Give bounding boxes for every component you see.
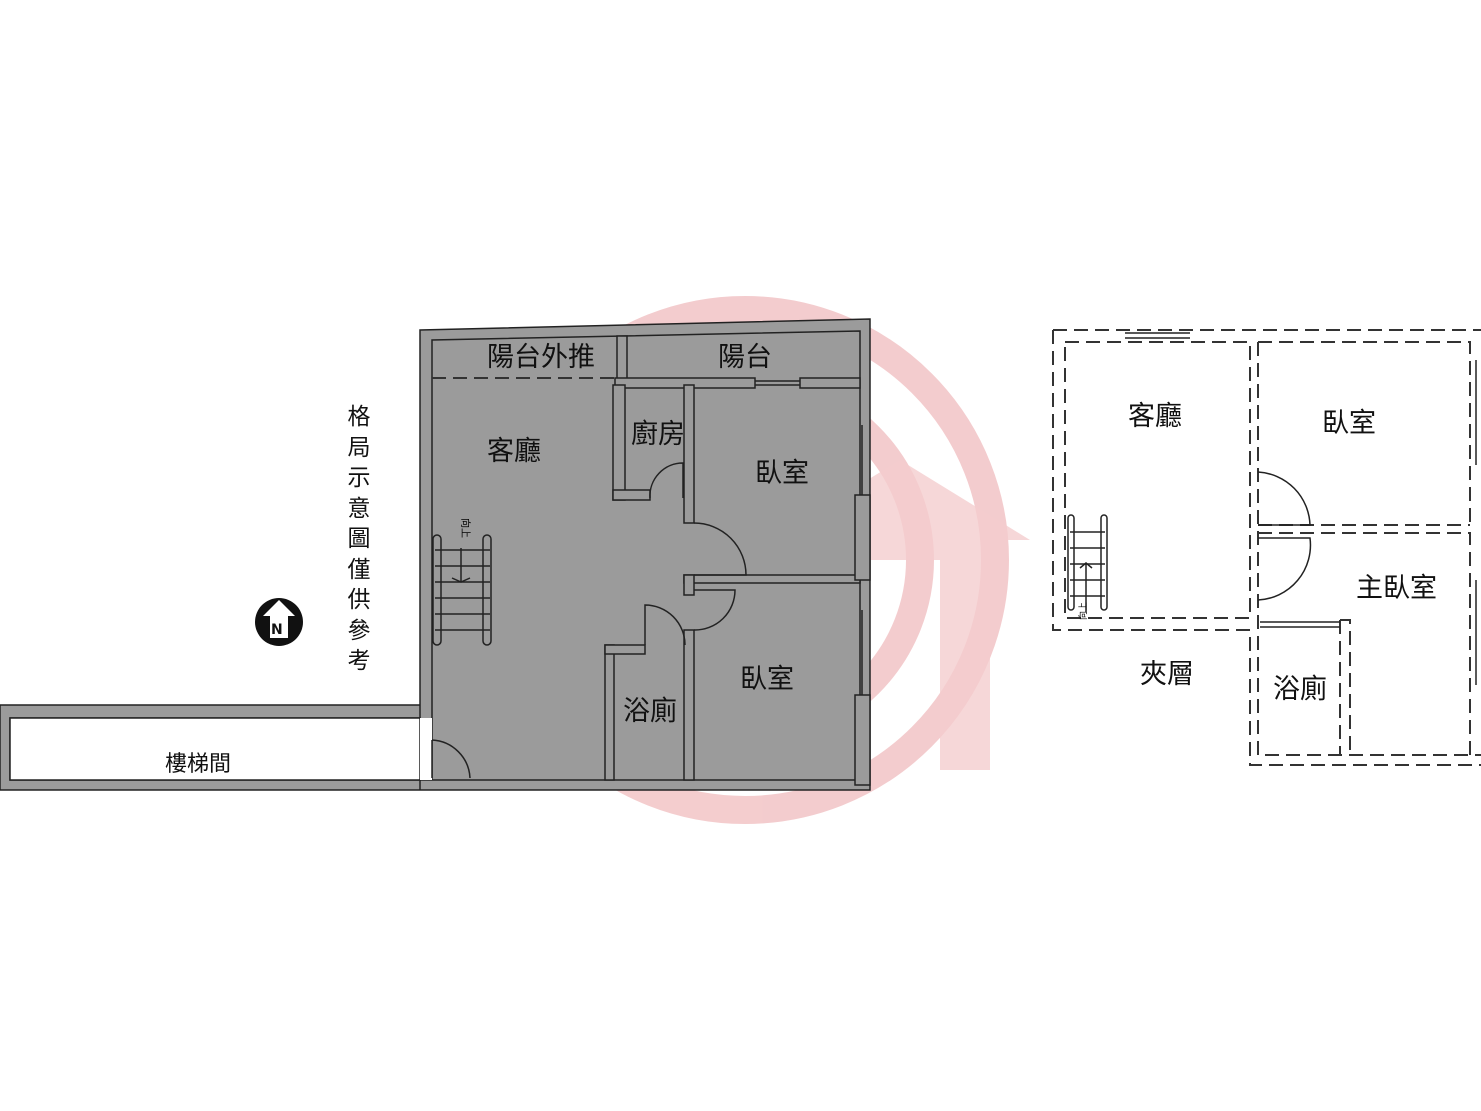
- svg-text:N: N: [271, 622, 283, 638]
- room-balcony: 陽台: [718, 342, 772, 373]
- mezz-stair-up-label: 向上: [1077, 602, 1089, 620]
- ground-floor-walls: [0, 318, 871, 791]
- room-bedroom-1: 臥室: [755, 458, 809, 489]
- mezz-room-mezzanine: 夾層: [1140, 659, 1194, 690]
- room-living: 客廳: [487, 436, 541, 467]
- mezz-room-master: 主臥室: [1356, 573, 1437, 604]
- room-stairwell: 樓梯間: [165, 752, 231, 777]
- room-bathroom: 浴廁: [623, 696, 677, 727]
- room-balcony-ext: 陽台外推: [487, 342, 595, 373]
- mezz-room-living: 客廳: [1128, 401, 1182, 432]
- disclaimer-note: 格局示意圖僅供參考: [347, 404, 371, 674]
- mezzanine-plan: 向上: [1052, 329, 1481, 766]
- mezz-room-bathroom: 浴廁: [1273, 674, 1327, 705]
- room-bedroom-2: 臥室: [740, 664, 794, 695]
- stairs: 向上: [432, 518, 492, 646]
- stair-up-label: 向上: [459, 518, 472, 538]
- mezz-room-bedroom: 臥室: [1322, 408, 1376, 439]
- north-arrow-icon: N: [255, 598, 303, 646]
- room-kitchen: 廚房: [631, 419, 685, 450]
